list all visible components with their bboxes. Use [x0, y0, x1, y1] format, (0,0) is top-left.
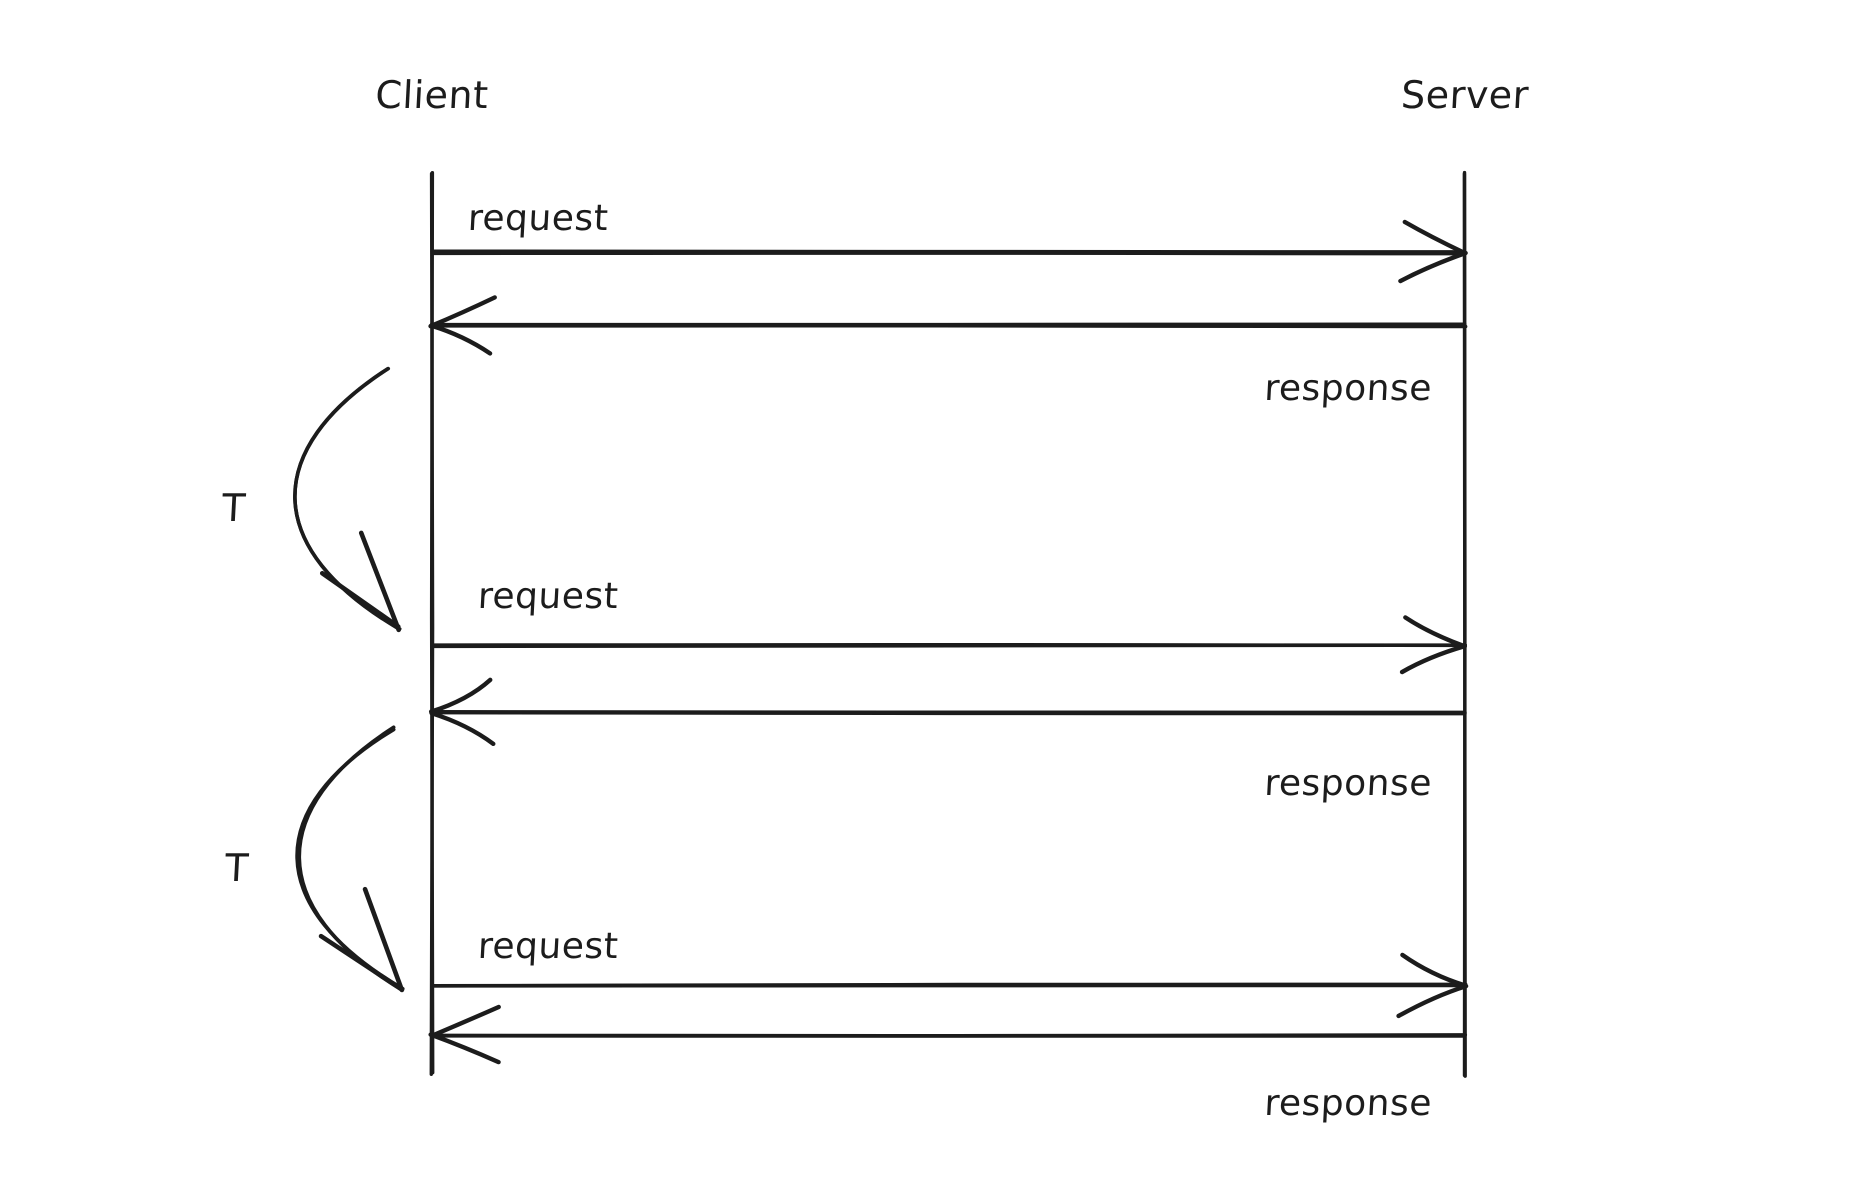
- message-arrows-group: [428, 219, 1469, 1065]
- arrowhead-6: [428, 1032, 501, 1065]
- lifeline-client: [429, 171, 435, 1076]
- lifeline-server: [1462, 172, 1467, 1078]
- arrowhead-2: [428, 323, 493, 356]
- message-label-request-1: request: [466, 197, 610, 239]
- message-label-response-4: response: [1263, 762, 1434, 804]
- interval-arrowhead-1: [358, 530, 402, 633]
- participant-label-server: Server: [1400, 73, 1530, 117]
- interval-curve-2: [295, 727, 405, 991]
- interval-arrowhead-1: [319, 570, 401, 629]
- arrowhead-3: [1399, 644, 1467, 675]
- message-label-request-3: request: [476, 575, 620, 617]
- interval-curves-group: [293, 366, 405, 993]
- arrowhead-4: [429, 710, 496, 747]
- interval-arrowhead-2: [362, 886, 405, 993]
- arrowhead-5: [1396, 983, 1469, 1019]
- message-line-4[interactable]: [429, 710, 1467, 716]
- message-label-response-2: response: [1263, 367, 1434, 409]
- arrowhead-1: [1402, 219, 1467, 255]
- message-line-3[interactable]: [430, 643, 1468, 649]
- arrowhead-2: [428, 295, 497, 329]
- arrowhead-4: [428, 677, 493, 714]
- arrowhead-3: [1403, 615, 1467, 649]
- message-label-response-6: response: [1263, 1082, 1434, 1124]
- arrowhead-6: [431, 1004, 501, 1038]
- message-line-1[interactable]: [430, 251, 1467, 256]
- arrowhead-1: [1398, 250, 1468, 284]
- message-line-2[interactable]: [429, 323, 1468, 329]
- interval-label-2: T: [223, 846, 250, 890]
- arrowhead-5: [1400, 952, 1468, 988]
- message-label-request-5: request: [476, 925, 620, 967]
- interval-label-1: T: [220, 486, 247, 530]
- lifelines-group: [429, 170, 1467, 1078]
- interval-arrowhead-2: [318, 933, 405, 992]
